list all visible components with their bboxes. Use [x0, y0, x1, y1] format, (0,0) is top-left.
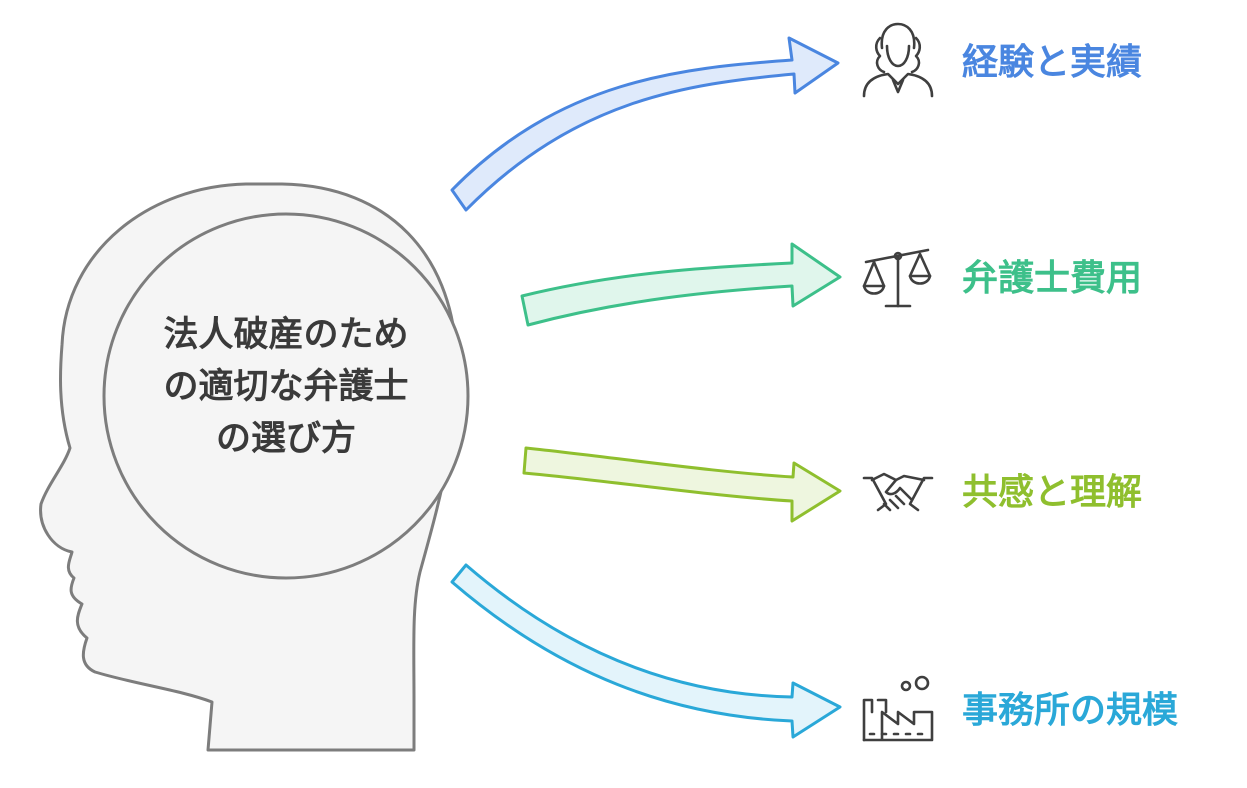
factory-icon — [862, 675, 934, 742]
scales-icon — [862, 248, 932, 308]
center-circle — [102, 212, 470, 580]
factor-label-empathy: 共感と理解 — [962, 472, 1142, 513]
arrow-experience — [450, 36, 840, 212]
lawyer-icon — [862, 22, 934, 98]
factor-label-size: 事務所の規模 — [962, 690, 1178, 731]
handshake-icon — [862, 472, 934, 512]
arrow-empathy — [522, 446, 842, 523]
center-title-line-3: の選び方 — [216, 419, 356, 459]
factor-label-experience: 経験と実績 — [962, 42, 1142, 83]
arrow-size — [450, 563, 842, 739]
center-title-line-1: 法人破産のため — [163, 315, 408, 355]
arrow-fees — [520, 242, 842, 327]
center-title-line-2: の適切な弁護士 — [163, 367, 408, 407]
factor-label-fees: 弁護士費用 — [962, 258, 1142, 299]
